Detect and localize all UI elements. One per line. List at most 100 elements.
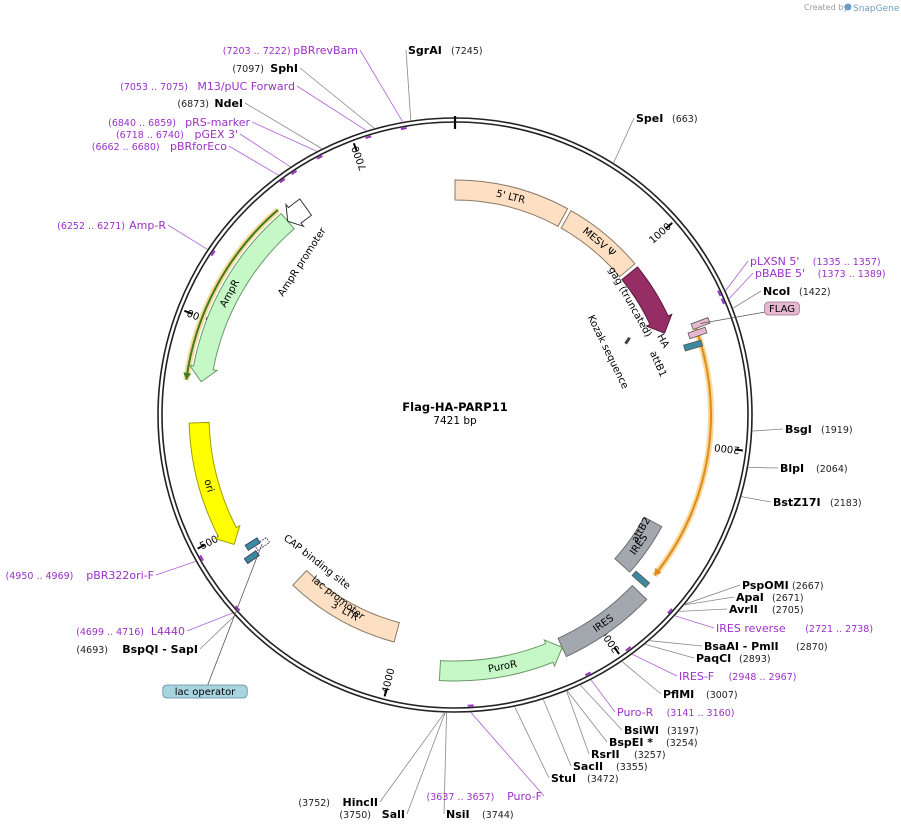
tick-label: 4000 [381,667,398,694]
enzyme-site[interactable]: ApaI (2671) [736,591,804,604]
feature-ampr[interactable]: AmpR [188,212,295,383]
small-feature-attb2[interactable] [631,570,651,588]
leader-line [199,615,235,650]
enzyme-site[interactable]: PspOMI(2667) [742,579,824,592]
enzyme-name: StuI [551,772,576,785]
enzyme-site[interactable]: AvrII(2705) [729,603,804,616]
primer-site[interactable]: IRES-F (2948 .. 2967) [679,670,796,683]
primer-site[interactable]: Puro-R(3141 .. 3160) [617,706,734,719]
iresB-arc [557,584,648,658]
enzyme-site[interactable]: PaqCI(2893) [696,652,771,665]
leader-line [379,712,445,803]
primer-mark [625,646,632,652]
enzyme-site[interactable]: BlpI(2064) [780,462,848,475]
enzyme-site[interactable]: NcoI(1422) [763,285,831,298]
enzyme-site[interactable]: NsiI(3744) [446,808,514,821]
enzyme-site[interactable]: SpeI(663) [636,112,698,125]
enzyme-name: AvrII [729,603,758,616]
enzyme-name: BstZ17I [773,496,821,509]
feature-gag[interactable] [621,266,673,334]
primer-site[interactable]: M13/pUC Forward(7053 .. 7075) [120,80,295,93]
primer-mark [717,290,722,297]
primer-position: (2948 .. 2967) [729,672,797,683]
enzyme-site[interactable]: BspQI - SapI(4693) [76,643,198,656]
enzyme-site[interactable]: BsgI (1919) [785,423,853,436]
lacop-box-text: lac operator [175,687,236,698]
enzyme-name: NcoI [763,285,790,298]
primer-site[interactable]: pGEX 3'(6718 .. 6740) [116,128,238,141]
enzyme-site[interactable]: SacII(3355) [573,760,648,773]
enzyme-position: (2870) [796,642,828,653]
enzyme-position: (2671) [772,593,804,604]
primer-site[interactable]: pBRrevBam(7203 .. 7222) [223,44,358,57]
enzyme-site[interactable]: BstZ17I(2183) [773,496,862,509]
feature-iresA[interactable]: IRES [614,516,663,573]
puror-label: PuroR [487,659,518,675]
feature-amprprom[interactable] [285,198,313,228]
orf-amp-arrowhead [183,372,192,380]
leader-line [167,224,208,250]
plasmid-name: Flag-HA-PARP11 [402,400,507,414]
feature-ltr5[interactable]: 5' LTR [454,179,569,227]
enzyme-site[interactable]: NdeI(6873) [177,97,243,110]
tick-mark [383,688,388,697]
primer-position: (3141 .. 3160) [667,708,735,719]
primer-site[interactable]: pBABE 5'(1373 .. 1389) [755,267,886,280]
primer-site[interactable]: pBR322ori-F(4950 .. 4969) [6,569,154,582]
primer-name: pBR322ori-F [86,569,154,582]
leader-line [685,584,741,605]
primer-name: IRES-F [679,670,714,683]
feature-puror[interactable]: PuroR [438,639,563,682]
feature-ori[interactable]: ori [188,421,241,545]
enzyme-site[interactable]: RsrII(3257) [591,748,666,761]
enzyme-site[interactable]: BspEI *(3254) [609,736,698,749]
enzyme-position: (3257) [634,750,666,761]
enzyme-site[interactable]: BsaAI - PmlI(2870) [704,640,828,653]
snapgene-credit: Created by SnapGene [804,3,900,14]
feature-mesv[interactable]: MESV Ψ [560,209,636,278]
primer-position: (2721 .. 2738) [805,624,873,635]
primer-site[interactable]: pLXSN 5'(1335 .. 1357) [750,255,881,268]
small-feature-attb1[interactable] [683,339,704,352]
primer-site[interactable]: Amp-R(6252 .. 6271) [57,219,166,232]
primer-site[interactable]: IRES reverse(2721 .. 2738) [716,622,873,635]
lac-site-mark [244,537,261,551]
flag-box[interactable]: FLAG [764,301,800,316]
enzyme-position: (7245) [451,46,483,57]
enzyme-name: BspEI * [609,736,653,749]
boxed-labels: FLAG lac operator [162,301,800,699]
puror-arc [438,639,563,682]
enzyme-name: PspOMI [742,579,789,592]
leader-line [684,596,735,606]
enzyme-site[interactable]: StuI(3472) [551,772,619,785]
leader-line [514,706,550,779]
primer-site[interactable]: Puro-F(3637 .. 3657) [427,790,542,803]
enzyme-site[interactable]: PflMI(3007) [663,688,738,701]
leader-line [204,543,263,693]
enzyme-site[interactable]: SphI(7097) [232,62,298,75]
enzyme-position: (1919) [821,425,853,436]
enzyme-site[interactable]: BsiWI(3197) [624,724,699,737]
primer-mark [400,127,407,131]
primer-name: M13/pUC Forward [197,80,295,93]
enzyme-site[interactable]: HincII(3752) [298,796,378,809]
gag-arc [621,266,673,334]
plasmid-center-label: Flag-HA-PARP11 7421 bp [402,400,507,427]
primer-position: (1373 .. 1389) [818,269,886,280]
enzyme-position: (3752) [298,798,330,809]
leader-line [186,612,233,632]
enzyme-site[interactable]: SalI(3750) [339,808,405,821]
primer-sites: pBRrevBam(7203 .. 7222)M13/pUC Forward(7… [6,44,886,803]
small-feature-ha[interactable] [687,326,708,340]
enzyme-site[interactable]: SgrAI(7245) [408,44,483,57]
lacop-box[interactable]: lac operator [162,684,248,699]
enzyme-name: BsgI [785,423,812,436]
feature-iresB[interactable]: IRES [557,584,648,658]
primer-site[interactable]: L4440(4699 .. 4716) [76,625,185,638]
primer-site[interactable]: pBRforEco(6662 .. 6680) [92,140,228,153]
enzyme-name: ApaI [736,591,764,604]
orf-parp11-arrowhead [654,567,662,576]
primer-site[interactable]: pRS-marker(6840 .. 6859) [108,116,250,129]
leader-line [590,679,616,713]
